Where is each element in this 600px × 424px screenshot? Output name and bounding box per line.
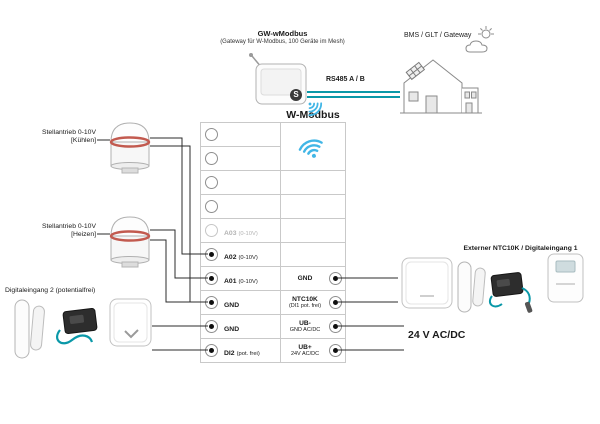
- sensor-right-illustration: [488, 272, 533, 313]
- terminal-label-group: GND: [224, 294, 241, 312]
- actuator-cool-label: Stellantrieb 0-10V [Kühlen]: [26, 129, 96, 146]
- terminal-circle: [329, 344, 342, 357]
- terminal-label-group: A01(0-10V): [224, 270, 258, 288]
- terminal-ntc10k: NTC10K (DI1 pot. frei): [280, 290, 346, 315]
- terminal-gnd-2: GND: [200, 314, 281, 339]
- terminal-empty: [280, 170, 346, 195]
- terminal-circle: [205, 296, 218, 309]
- external-input-label: Externer NTC10K / Digitaleingang 1: [463, 245, 578, 252]
- terminal-label-group: GND: [224, 318, 241, 336]
- terminal-circle: [205, 272, 218, 285]
- terminal-range: (0-10V): [238, 230, 258, 237]
- terminal-empty: [200, 170, 281, 195]
- terminal-ub-plus: UB+ 24V AC/DC: [280, 338, 346, 363]
- door-contact-right-illustration: [457, 261, 486, 313]
- terminal-label-group: DI2(pot. frei): [224, 342, 260, 360]
- terminal-sublabel: GND AC/DC: [289, 327, 321, 334]
- terminal-label-group: UB- GND AC/DC: [281, 320, 329, 333]
- wmodbus-radio-cell: [280, 122, 346, 171]
- terminal-circle: [205, 152, 218, 165]
- bms-building-illustration: [400, 59, 482, 114]
- rs485-bus-line: [307, 91, 400, 98]
- terminal-circle: [205, 200, 218, 213]
- terminal-di2: DI2(pot. frei): [200, 338, 281, 363]
- terminal-circle: [205, 128, 218, 141]
- actuator-cool-label-line2: [Kühlen]: [71, 137, 96, 145]
- terminal-empty: [280, 218, 346, 243]
- terminal-circle: [329, 296, 342, 309]
- terminal-circle: [205, 176, 218, 189]
- terminal-range: (0-10V): [238, 278, 258, 285]
- terminal-range: (0-10V): [238, 254, 258, 261]
- terminal-label: GND: [297, 274, 313, 282]
- door-contact-left-illustration: [14, 299, 45, 359]
- terminal-label: UB+: [298, 343, 312, 351]
- terminal-label-group: A02(0-10V): [224, 246, 258, 264]
- terminal-empty: [280, 194, 346, 219]
- terminal-a02: A02(0-10V): [200, 242, 281, 267]
- terminal-empty: [200, 146, 281, 171]
- wall-plate-right-illustration: [401, 257, 453, 309]
- actuator-cool-label-line1: Stellantrieb 0-10V: [41, 129, 96, 136]
- terminal-a03: A03(0-10V): [200, 218, 281, 243]
- terminal-sublabel: 24V AC/DC: [290, 351, 320, 358]
- terminal-label: DI2: [224, 349, 235, 357]
- actuator-heat-illustration: [109, 216, 151, 268]
- wmodbus-label: W-Modbus: [286, 109, 340, 121]
- terminal-label-group: GND: [281, 275, 329, 282]
- terminal-empty: [200, 122, 281, 147]
- gateway-title: GW-wModbus: [257, 29, 308, 38]
- terminal-circle: [329, 272, 342, 285]
- terminal-label: NTC10K: [292, 295, 318, 303]
- terminal-label: GND: [224, 301, 240, 309]
- terminal-circle: [205, 344, 218, 357]
- terminal-label: A01: [224, 277, 237, 285]
- sensor-left-illustration: [56, 307, 98, 345]
- actuator-heat-label-line1: Stellantrieb 0-10V: [41, 223, 96, 230]
- terminal-a01: A01(0-10V): [200, 266, 281, 291]
- actuator-heat-label: Stellantrieb 0-10V [Heizen]: [26, 223, 96, 240]
- rs485-label: RS485 A / B: [326, 76, 365, 83]
- gateway-logo: S: [290, 89, 302, 101]
- digital-input2-label: Digitaleingang 2 (potentialfrei): [5, 287, 96, 294]
- terminal-gnd-1: GND: [200, 290, 281, 315]
- terminal-circle: [205, 320, 218, 333]
- actuator-heat-label-line2: [Heizen]: [71, 231, 96, 239]
- actuator-cool-illustration: [109, 122, 151, 174]
- terminal-label: UB-: [299, 319, 311, 327]
- terminal-range: (pot. frei): [236, 350, 260, 357]
- terminal-label: GND: [224, 325, 240, 333]
- thermostat-right-illustration: [547, 253, 584, 303]
- terminal-empty: [280, 242, 346, 267]
- wall-plate-left-illustration: [109, 298, 152, 347]
- power-label: 24 V AC/DC: [408, 329, 466, 341]
- terminal-ub-minus: UB- GND AC/DC: [280, 314, 346, 339]
- terminal-label-group: A03(0-10V): [224, 222, 258, 240]
- terminal-circle: [205, 248, 218, 261]
- terminal-label-group: NTC10K (DI1 pot. frei): [281, 296, 329, 309]
- gateway-subtitle: (Gateway für W-Modbus, 100 Geräte im Mes…: [220, 39, 345, 45]
- terminal-circle: [329, 320, 342, 333]
- terminal-label-group: UB+ 24V AC/DC: [281, 344, 329, 357]
- terminal-gnd-right: GND: [280, 266, 346, 291]
- bms-label: BMS / GLT / Gateway: [404, 32, 472, 39]
- terminal-empty: [200, 194, 281, 219]
- terminal-label: A02: [224, 253, 237, 261]
- terminal-circle: [205, 224, 218, 237]
- terminal-label: A03: [224, 229, 237, 237]
- terminal-sublabel: (DI1 pot. frei): [288, 303, 322, 310]
